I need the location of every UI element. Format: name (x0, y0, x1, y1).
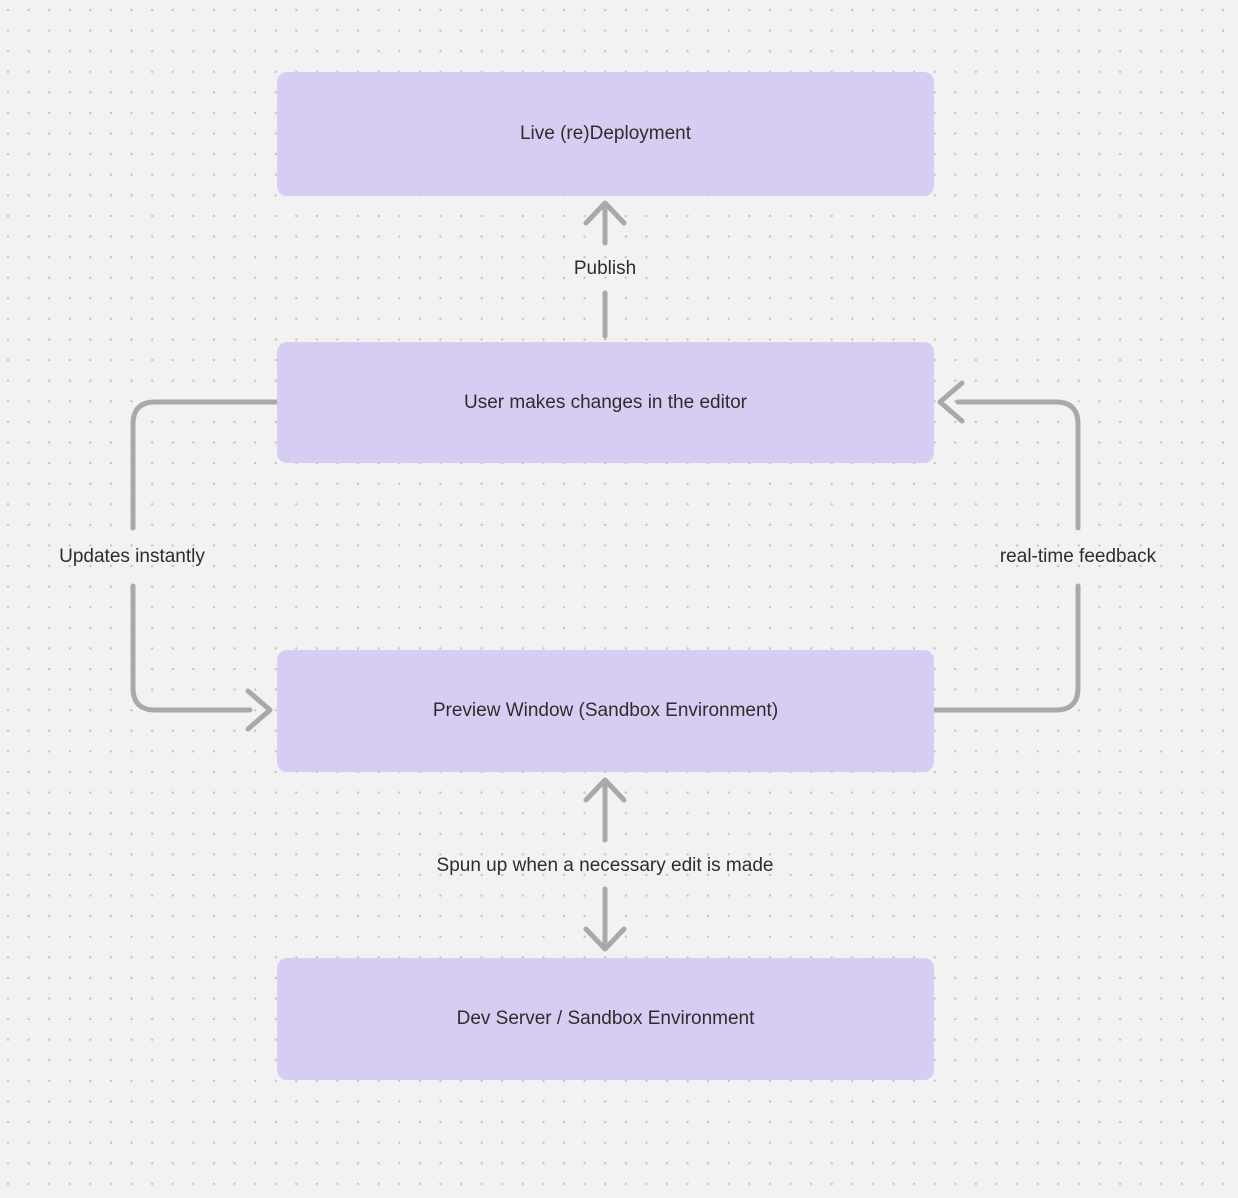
edge-label-real-time-feedback: real-time feedback (999, 546, 1157, 567)
arrowhead-up-icon (583, 200, 627, 226)
left-loop-upper-segment (130, 399, 280, 531)
node-live-redeployment: Live (re)Deployment (277, 72, 934, 196)
arrowhead-left-icon (937, 380, 965, 424)
node-preview-window: Preview Window (Sandbox Environment) (277, 650, 934, 772)
node-label: Live (re)Deployment (519, 123, 692, 145)
edge-label-publish: Publish (573, 258, 637, 279)
edge-label-updates-instantly: Updates instantly (59, 546, 205, 567)
right-loop-upper-segment (955, 399, 1081, 531)
edge-label-spun-up: Spun up when a necessary edit is made (436, 855, 774, 876)
node-label: Preview Window (Sandbox Environment) (432, 700, 779, 722)
node-label: Dev Server / Sandbox Environment (456, 1008, 755, 1030)
arrowhead-right-icon (245, 688, 273, 732)
left-loop-lower-segment (130, 583, 253, 713)
node-user-editor: User makes changes in the editor (277, 342, 934, 463)
arrowhead-down-icon (583, 926, 627, 952)
arrowhead-up-icon (583, 777, 627, 803)
node-label: User makes changes in the editor (463, 391, 748, 413)
node-dev-server: Dev Server / Sandbox Environment (277, 958, 934, 1080)
right-loop-lower-segment (931, 583, 1081, 713)
